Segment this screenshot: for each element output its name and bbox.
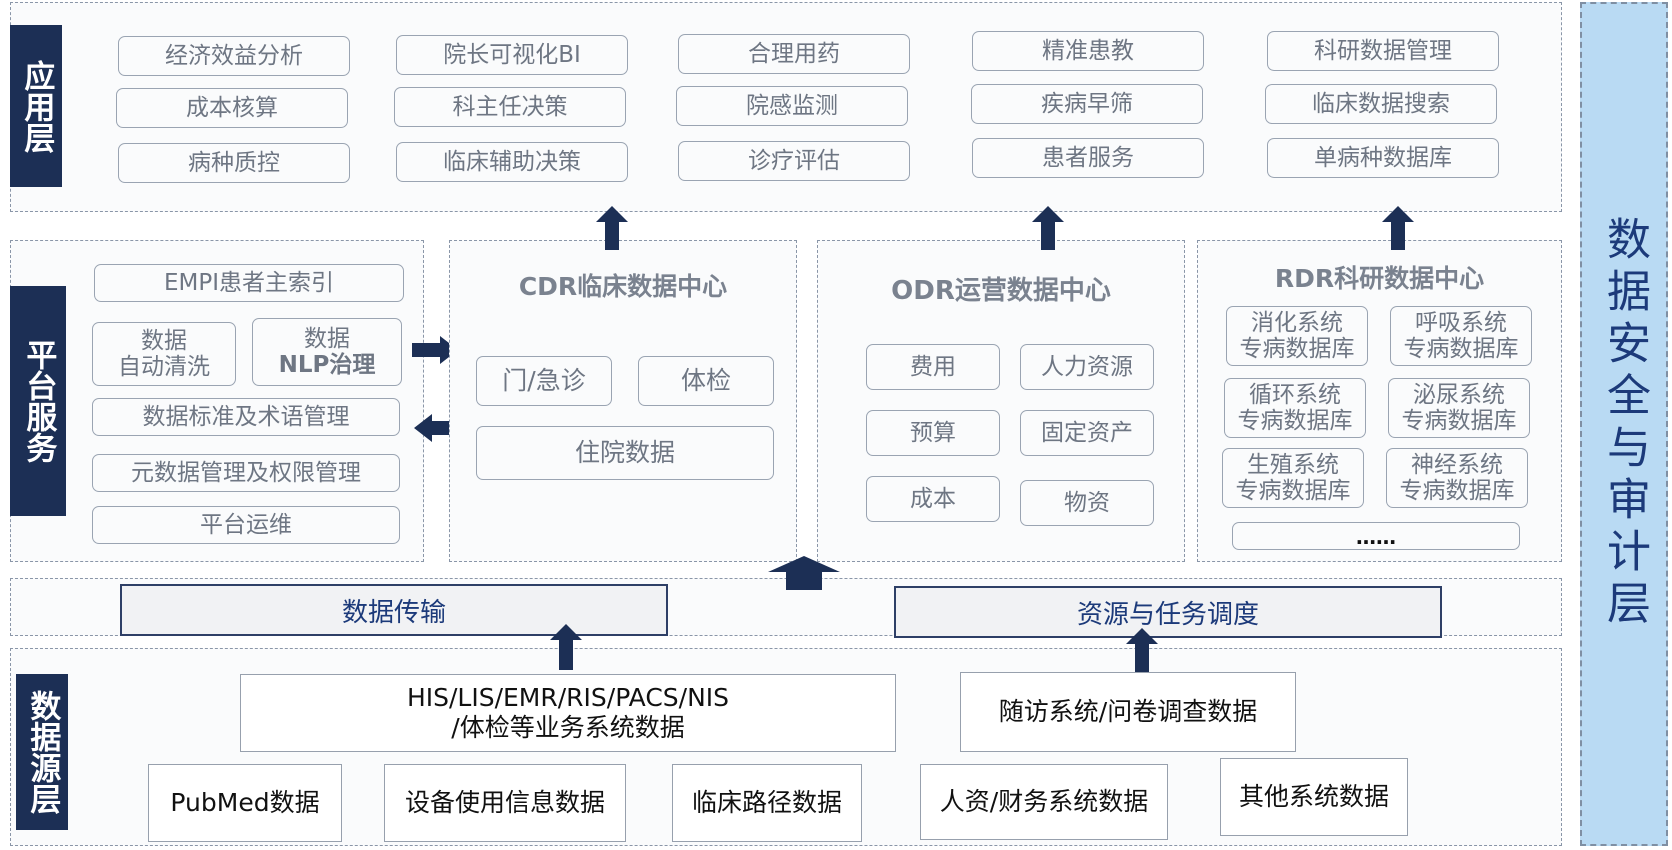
business-systems-box[interactable]: HIS/LIS/EMR/RIS/PACS/NIS /体检等业务系统数据 <box>240 674 896 752</box>
odr-cost[interactable]: 成本 <box>866 476 1000 522</box>
arrow-up-icon <box>550 624 582 670</box>
app-item-research-data-mgmt[interactable]: 科研数据管理 <box>1267 31 1499 71</box>
nlp-box[interactable]: 数据 NLP治理 <box>252 318 402 386</box>
cdr-title: CDR临床数据中心 <box>518 272 728 301</box>
app-item-treatment-eval[interactable]: 诊疗评估 <box>678 141 910 181</box>
app-item-cost-accounting[interactable]: 成本核算 <box>116 88 348 128</box>
odr-hr[interactable]: 人力资源 <box>1020 344 1154 390</box>
app-item-director-decision[interactable]: 科主任决策 <box>394 87 626 127</box>
data-transfer-box[interactable]: 数据传输 <box>120 584 668 636</box>
ops-box[interactable]: 平台运维 <box>92 506 400 544</box>
arrow-up-icon <box>768 556 840 590</box>
auto-clean-box[interactable]: 数据 自动清洗 <box>92 322 236 386</box>
app-item-clinical-search[interactable]: 临床数据搜索 <box>1265 84 1497 124</box>
arrow-up-icon <box>596 206 628 250</box>
pathway-box[interactable]: 临床路径数据 <box>672 764 862 842</box>
followup-box[interactable]: 随访系统/问卷调查数据 <box>960 672 1296 752</box>
rdr-nervous-db[interactable]: 神经系统专病数据库 <box>1386 448 1528 508</box>
standards-box[interactable]: 数据标准及术语管理 <box>92 398 400 436</box>
rdr-digestive-db[interactable]: 消化系统专病数据库 <box>1226 306 1368 366</box>
security-layer-label: 数据安全与审计层 <box>1599 216 1650 632</box>
device-box[interactable]: 设备使用信息数据 <box>384 764 626 842</box>
cdr-inpatient[interactable]: 住院数据 <box>476 426 774 480</box>
app-item-early-screening[interactable]: 疾病早筛 <box>971 84 1203 124</box>
metadata-box[interactable]: 元数据管理及权限管理 <box>92 454 400 492</box>
odr-materials[interactable]: 物资 <box>1020 480 1154 526</box>
other-systems-box[interactable]: 其他系统数据 <box>1220 758 1408 836</box>
app-item-rational-drug[interactable]: 合理用药 <box>678 34 910 74</box>
arrow-up-icon <box>1032 206 1064 250</box>
app-item-patient-service[interactable]: 患者服务 <box>972 138 1204 178</box>
rdr-reproductive-db[interactable]: 生殖系统专病数据库 <box>1222 448 1364 508</box>
rdr-more-box[interactable]: …… <box>1232 522 1520 550</box>
pubmed-box[interactable]: PubMed数据 <box>148 764 342 842</box>
application-layer-label: 应用层 <box>10 25 62 187</box>
platform-layer-label: 平台服务 <box>10 286 66 516</box>
app-item-disease-qc[interactable]: 病种质控 <box>118 143 350 183</box>
cdr-outpatient[interactable]: 门/急诊 <box>476 356 612 406</box>
hr-finance-box[interactable]: 人资/财务系统数据 <box>920 764 1168 840</box>
odr-budget[interactable]: 预算 <box>866 410 1000 456</box>
security-audit-layer: 数据安全与审计层 <box>1580 2 1668 846</box>
arrow-left-icon <box>414 414 460 442</box>
app-item-dean-bi[interactable]: 院长可视化BI <box>396 35 628 75</box>
app-item-infection-monitor[interactable]: 院感监测 <box>676 86 908 126</box>
rdr-respiratory-db[interactable]: 呼吸系统专病数据库 <box>1390 306 1532 366</box>
odr-fixed-assets[interactable]: 固定资产 <box>1020 410 1154 456</box>
rdr-circulatory-db[interactable]: 循环系统专病数据库 <box>1224 378 1366 438</box>
source-layer-label: 数据源层 <box>16 674 68 830</box>
scheduling-box[interactable]: 资源与任务调度 <box>894 586 1442 638</box>
rdr-title: RDR科研数据中心 <box>1274 264 1485 293</box>
odr-title: ODR运营数据中心 <box>891 275 1111 306</box>
app-item-patient-education[interactable]: 精准患教 <box>972 31 1204 71</box>
odr-fees[interactable]: 费用 <box>866 344 1000 390</box>
app-item-single-disease-db[interactable]: 单病种数据库 <box>1267 138 1499 178</box>
rdr-urinary-db[interactable]: 泌尿系统专病数据库 <box>1388 378 1530 438</box>
arrow-right-icon <box>412 336 458 364</box>
arrow-up-icon <box>1382 206 1414 250</box>
app-item-economic-analysis[interactable]: 经济效益分析 <box>118 36 350 76</box>
arrow-up-icon <box>1126 628 1158 672</box>
app-item-clinical-decision[interactable]: 临床辅助决策 <box>396 142 628 182</box>
cdr-physical-exam[interactable]: 体检 <box>638 356 774 406</box>
empi-box[interactable]: EMPI患者主索引 <box>94 264 404 302</box>
